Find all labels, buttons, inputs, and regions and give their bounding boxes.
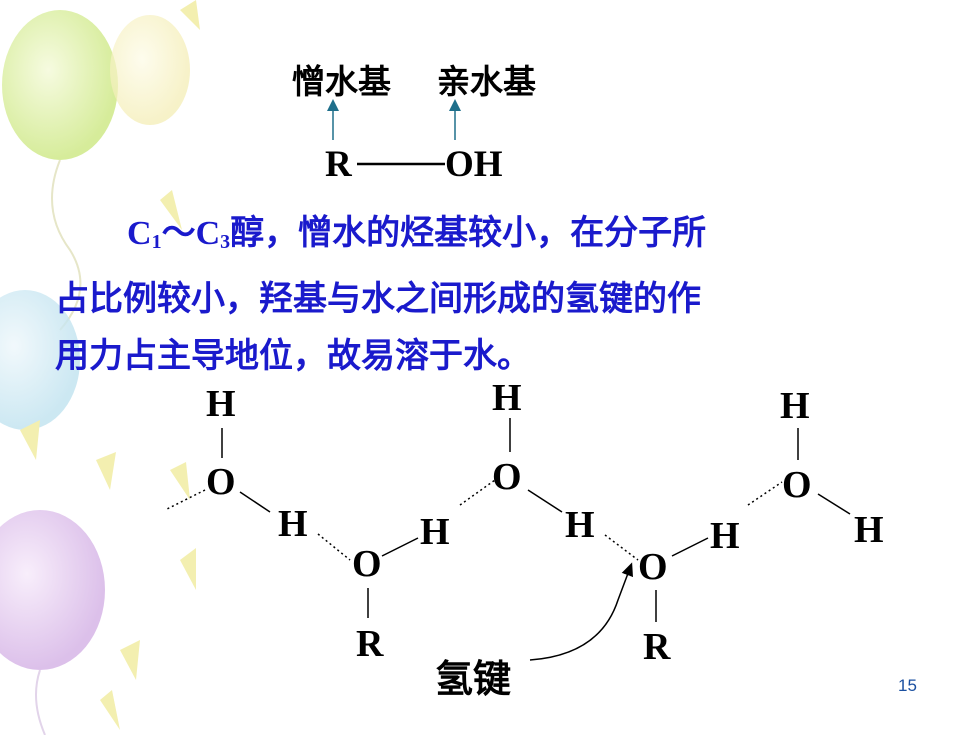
atom-r-methanol-2: R	[643, 626, 671, 668]
bond-w3-o-h	[817, 493, 851, 515]
formula-oh: OH	[445, 144, 503, 185]
paragraph-line-2: 占比例较小，羟基与水之间形成的氢键的作	[55, 279, 701, 319]
balloon-purple	[0, 510, 105, 735]
paragraph-line-3: 用力占主导地位，故易溶于水。	[55, 336, 531, 376]
bond-o1-h	[381, 537, 419, 557]
paragraph-line-1: C1～C3醇，憎水的烃基较小，在分子所	[55, 205, 935, 271]
atom-h-methanol-1: H	[420, 511, 450, 553]
atom-h-methanol-2: H	[710, 515, 740, 557]
atom-h-w3-top: H	[780, 385, 810, 427]
balloon-blue	[0, 290, 80, 430]
atom-h-w3-right: H	[854, 509, 884, 551]
hbond-left-edge	[164, 489, 206, 511]
hydrogen-bond-pointer	[529, 562, 633, 661]
hbond-o1h-to-w2	[459, 479, 496, 506]
hydrophobic-label: 憎水基	[292, 62, 391, 101]
hbond-o2h-to-w3	[747, 481, 783, 506]
atom-h-w1-right: H	[278, 503, 308, 545]
atom-r-methanol-1: R	[356, 623, 384, 665]
sun-rays	[20, 0, 200, 730]
line1-text: 醇，憎水的烃基较小，在分子所	[230, 213, 707, 253]
c3-symbol: C	[195, 215, 221, 252]
page-number: 15	[898, 676, 917, 695]
balloon-yellow	[110, 15, 190, 125]
atom-h-w2-right: H	[565, 504, 595, 546]
atom-o-w2: O	[492, 456, 522, 498]
atom-o-methanol-2: O	[638, 546, 668, 588]
tilde: ～	[161, 213, 196, 253]
c3-subscript: 3	[220, 231, 231, 253]
hbond-w2h-to-o2	[604, 534, 639, 561]
hbond-w1h-to-o1	[317, 533, 351, 561]
balloon-green	[2, 10, 118, 331]
formula-r: R	[325, 144, 352, 185]
bond-w1-o-h	[239, 491, 271, 513]
atom-o-w3: O	[782, 464, 812, 506]
c1-symbol: C	[127, 215, 152, 252]
hydrophilic-label: 亲水基	[437, 62, 536, 101]
atom-h-w2-top: H	[492, 377, 522, 419]
atom-h-w1-top: H	[206, 383, 236, 425]
bond-o2-h	[671, 537, 709, 557]
c1-subscript: 1	[151, 231, 162, 253]
bond-w2-o-h	[527, 489, 563, 513]
hydrogen-bond-label: 氢键	[435, 657, 512, 701]
atom-o-methanol-1: O	[352, 543, 382, 585]
explanation-paragraph: C1～C3醇，憎水的烃基较小，在分子所 占比例较小，羟基与水之间形成的氢键的作 …	[55, 205, 935, 385]
atom-o-w1: O	[206, 461, 236, 503]
